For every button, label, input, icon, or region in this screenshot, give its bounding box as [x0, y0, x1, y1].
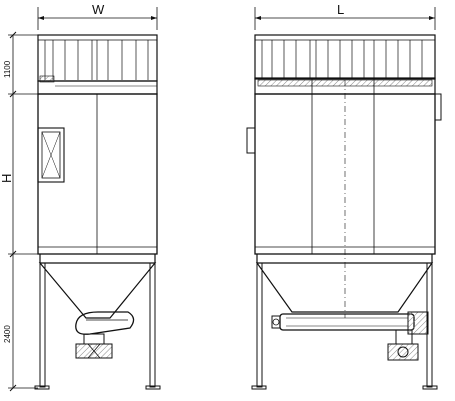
side-main-body — [246, 80, 442, 318]
inspection-door — [37, 127, 65, 183]
side-legs — [251, 262, 438, 390]
length-dimension: L — [254, 2, 436, 30]
front-view: W 1100 H 2400 — [0, 2, 161, 392]
outlet-flange — [434, 93, 442, 121]
front-main-body — [37, 93, 158, 255]
top-dimension-label: 1100 — [3, 60, 12, 78]
front-top-filter-section — [37, 34, 158, 95]
side-screw-conveyor — [271, 311, 429, 361]
side-hopper — [255, 254, 434, 313]
side-view: L — [246, 2, 442, 390]
bottom-dimension-label: 2400 — [3, 325, 12, 343]
height-label: H — [0, 174, 14, 183]
front-screw-conveyor — [75, 311, 135, 359]
length-label: L — [337, 2, 344, 17]
height-dimension: 1100 H 2400 — [0, 31, 38, 392]
width-label: W — [92, 2, 105, 17]
inlet-flange — [246, 127, 256, 154]
width-dimension: W — [37, 2, 158, 30]
front-hopper — [38, 254, 157, 319]
front-legs — [34, 262, 161, 390]
